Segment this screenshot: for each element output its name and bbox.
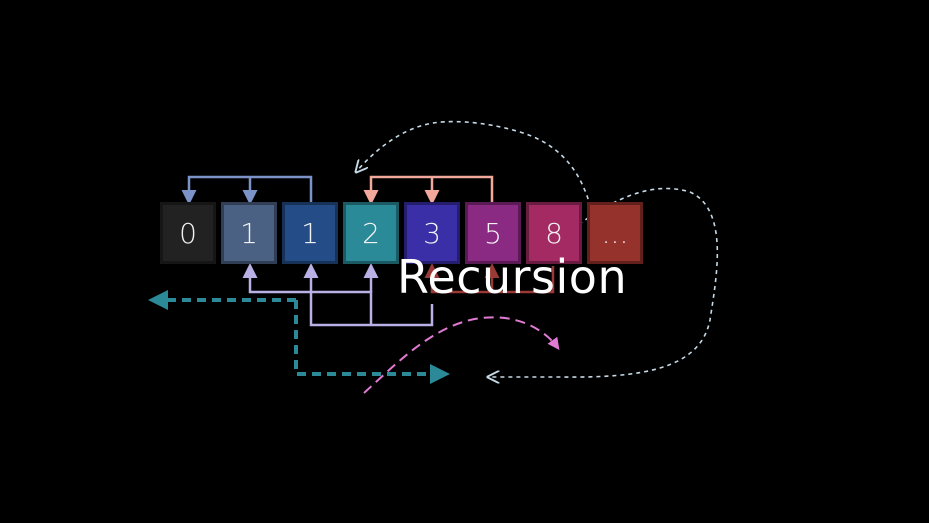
sequence-cell-label: 1 — [301, 216, 319, 250]
sequence-cell-label: 2 — [362, 216, 380, 250]
sequence-cell-1: 1 — [221, 202, 277, 264]
sequence-cell-label: 3 — [423, 216, 441, 250]
sequence-cell-0: 0 — [160, 202, 216, 264]
sequence-cell-5: 5 — [465, 202, 521, 264]
pink-dashed-curve — [363, 316, 560, 394]
sequence-cell-label: 0 — [179, 216, 197, 250]
sequence-cell-3: 2 — [343, 202, 399, 264]
teal-dashed-arrow — [148, 290, 450, 384]
top-bracket-blue — [181, 175, 313, 205]
sequence-cell-4: 3 — [404, 202, 460, 264]
sequence-cell-label: 1 — [240, 216, 258, 250]
diagram-title: Recursion — [397, 250, 628, 304]
bottom-bracket-lavender — [242, 263, 434, 327]
sequence-cell-label: 8 — [545, 216, 563, 250]
sequence-cell-2: 1 — [282, 202, 338, 264]
dotted-curve-top — [356, 120, 599, 247]
dotted-curve-loop — [488, 187, 719, 377]
bottom-bracket-red — [424, 263, 555, 294]
top-bracket-salmon — [363, 175, 494, 205]
sequence-cell-label: 5 — [484, 216, 502, 250]
sequence-cell-label: ... — [601, 216, 629, 250]
sequence-cell-7: ... — [587, 202, 643, 264]
sequence-cell-6: 8 — [526, 202, 582, 264]
